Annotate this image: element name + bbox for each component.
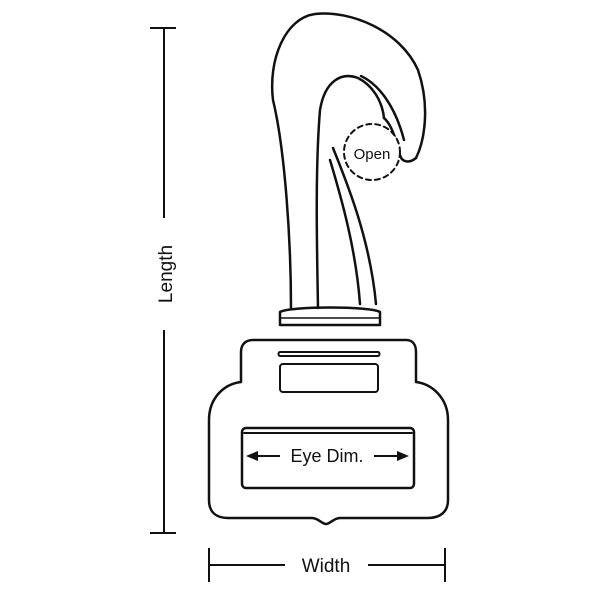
width-dimension bbox=[208, 548, 446, 582]
eye-dimension bbox=[246, 451, 409, 461]
width-label: Width bbox=[302, 556, 351, 577]
hook-inner-edge bbox=[359, 74, 406, 142]
spring-gate bbox=[331, 146, 378, 306]
swivel-body bbox=[207, 338, 450, 526]
eye-slot bbox=[240, 426, 416, 490]
snap-hook bbox=[207, 12, 450, 526]
length-label: Length bbox=[156, 245, 177, 303]
eye-dim-label: Eye Dim. bbox=[290, 446, 363, 466]
spring-gate-edge bbox=[328, 158, 362, 306]
hook-shank-outer bbox=[270, 12, 427, 310]
hook-shank-inner bbox=[315, 74, 386, 310]
open-indicator-circle bbox=[343, 123, 401, 181]
collar bbox=[278, 306, 382, 327]
swivel-band bbox=[279, 363, 379, 393]
eye-dim-right-arrow bbox=[397, 451, 409, 461]
eye-dim-left-arrow bbox=[246, 451, 258, 461]
length-dimension bbox=[150, 27, 176, 534]
swivel-groove bbox=[277, 351, 381, 357]
open-label: Open bbox=[354, 146, 391, 163]
